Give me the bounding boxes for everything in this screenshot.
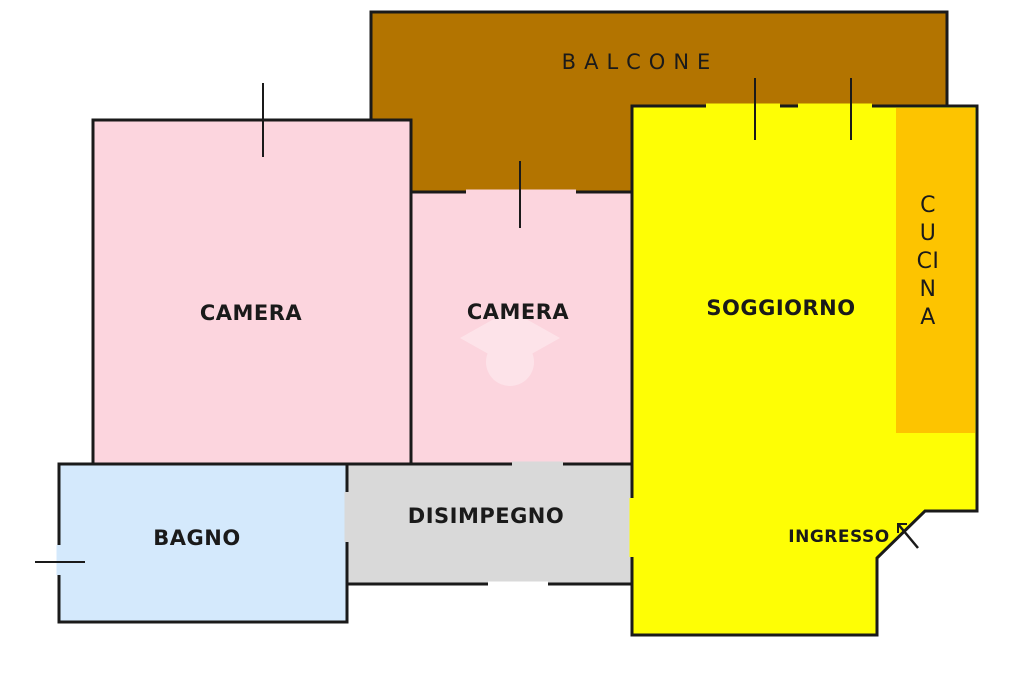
label-ingresso: INGRESSO [788,527,890,547]
room-camera-left [91,118,413,467]
entrance-arrow-head [897,523,907,533]
entrance-arrow [897,523,919,549]
room-camera-mid [409,190,634,467]
label-disimpegno: DISIMPEGNO [407,504,565,528]
label-bagno: BAGNO [153,526,241,550]
room-bagno [57,462,349,624]
room-cucina [896,108,975,433]
label-cucina: CUCINA [916,193,940,330]
watermark-logo [460,310,560,386]
label-soggiorno: SOGGIORNO [706,296,856,320]
label-camera-left: CAMERA [199,301,303,325]
room-soggiorno [630,104,979,637]
label-camera-mid: CAMERA [466,300,570,324]
label-balcone: BALCONE [561,50,719,74]
